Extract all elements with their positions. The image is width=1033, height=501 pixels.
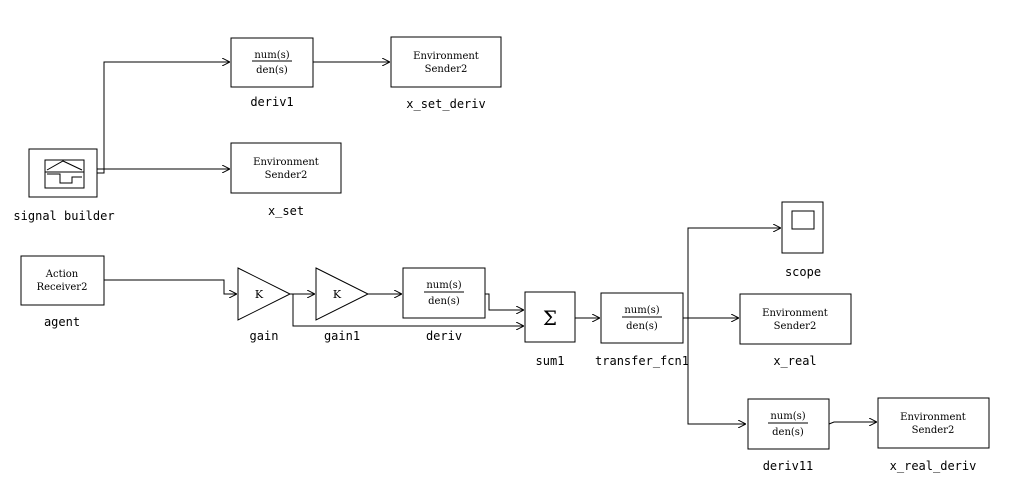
wire-agent-to-gain <box>104 279 236 294</box>
deriv11-numerator: num(s) <box>770 411 805 422</box>
wire-gain-to-sum1 <box>292 294 523 326</box>
block-deriv1[interactable]: num(s) den(s) deriv1 <box>230 37 314 109</box>
label-gain1: gain1 <box>324 329 360 343</box>
block-deriv11[interactable]: num(s) den(s) deriv11 <box>747 398 830 473</box>
block-signal-builder[interactable]: signal builder <box>13 148 115 223</box>
x-real-inner-line2: Sender2 <box>774 321 817 332</box>
x-set-inner-line2: Sender2 <box>265 170 308 181</box>
block-gain1[interactable]: K gain1 <box>315 267 370 343</box>
label-x-set: x_set <box>268 204 304 218</box>
label-gain: gain <box>250 329 279 343</box>
label-deriv: deriv <box>426 329 462 343</box>
signal-lines <box>97 62 876 424</box>
sum-icon: Σ <box>543 306 557 330</box>
block-scope[interactable]: scope <box>781 201 824 279</box>
deriv1-numerator: num(s) <box>254 50 289 61</box>
wire-signal-builder-to-deriv1 <box>97 62 229 174</box>
x-real-deriv-inner-line2: Sender2 <box>912 425 955 436</box>
label-scope: scope <box>785 265 821 279</box>
block-x-real-deriv[interactable]: Environment Sender2 x_real_deriv <box>877 397 990 473</box>
block-x-set-deriv[interactable]: Environment Sender2 x_set_deriv <box>390 36 502 111</box>
block-deriv[interactable]: num(s) den(s) deriv <box>402 267 486 343</box>
x-real-inner-line1: Environment <box>762 308 828 319</box>
block-sum1[interactable]: Σ sum1 <box>524 291 576 368</box>
x-set-deriv-inner-line2: Sender2 <box>425 64 468 75</box>
gain-symbol: K <box>255 288 264 301</box>
wire-deriv11-to-x-real-deriv <box>828 422 876 424</box>
wire-transfer-fcn1-to-deriv11 <box>687 318 745 424</box>
gain1-symbol: K <box>333 288 342 301</box>
x-set-deriv-inner-line1: Environment <box>413 51 479 62</box>
agent-inner-line2: Receiver2 <box>37 282 88 293</box>
deriv1-denominator: den(s) <box>256 65 288 76</box>
block-x-set[interactable]: Environment Sender2 x_set <box>230 142 342 218</box>
label-transfer-fcn1: transfer_fcn1 <box>595 354 689 368</box>
label-deriv1: deriv1 <box>250 95 293 109</box>
block-transfer-fcn1[interactable]: num(s) den(s) transfer_fcn1 <box>595 292 689 368</box>
label-agent: agent <box>44 315 80 329</box>
label-sum1: sum1 <box>536 354 565 368</box>
deriv-denominator: den(s) <box>428 296 460 307</box>
x-set-inner-line1: Environment <box>253 157 319 168</box>
wire-transfer-fcn1-to-scope <box>687 228 780 318</box>
label-signal-builder: signal builder <box>13 209 114 223</box>
wire-deriv-to-sum1 <box>485 293 523 310</box>
x-real-deriv-inner-line1: Environment <box>900 412 966 423</box>
block-x-real[interactable]: Environment Sender2 x_real <box>739 293 852 368</box>
block-agent[interactable]: Action Receiver2 agent <box>20 255 105 329</box>
agent-inner-line1: Action <box>45 269 79 280</box>
block-gain[interactable]: K gain <box>237 267 292 343</box>
scope-icon <box>791 210 815 230</box>
transfer-fcn1-numerator: num(s) <box>624 305 659 316</box>
transfer-fcn1-denominator: den(s) <box>626 321 658 332</box>
label-x-set-deriv: x_set_deriv <box>406 97 485 111</box>
label-deriv11: deriv11 <box>763 459 814 473</box>
label-x-real: x_real <box>773 354 816 368</box>
label-x-real-deriv: x_real_deriv <box>890 459 977 473</box>
deriv11-denominator: den(s) <box>772 427 804 438</box>
deriv-numerator: num(s) <box>426 280 461 291</box>
signal-builder-icon <box>44 159 85 189</box>
